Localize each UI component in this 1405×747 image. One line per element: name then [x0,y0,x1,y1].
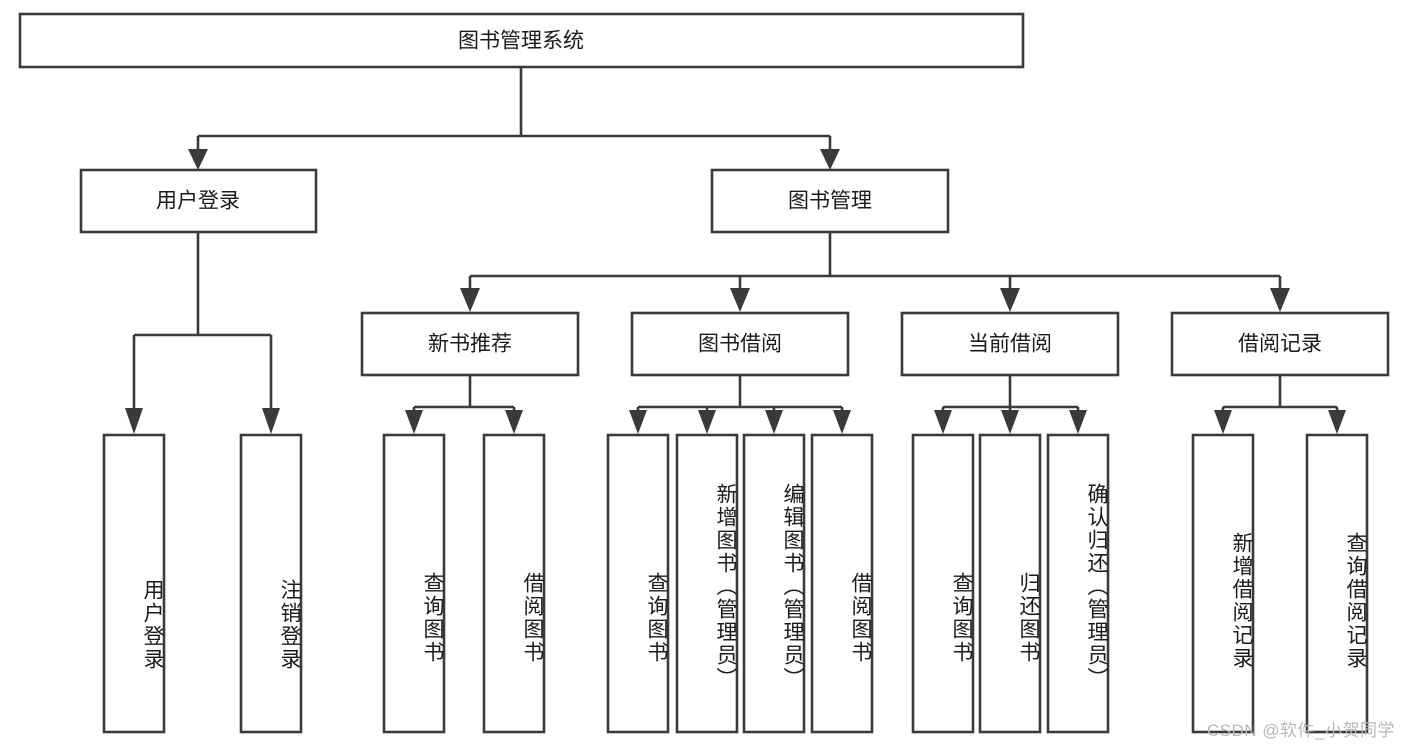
node-root-box[interactable] [18,12,1025,69]
leaf-box-currentborrow-return[interactable] [978,433,1042,734]
leaf-box-borrowrecord-query[interactable] [1305,433,1369,734]
arrowhead-leaf-bookborrow-4 [833,410,851,434]
leaf-box-user-login-logout[interactable] [239,433,303,734]
arrowhead-leaf-user-login-1 [125,408,143,434]
node-book-borrow-label: 图书借阅 [698,333,782,356]
arrowhead-leaf-currentborrow-3 [1069,410,1087,434]
node-current-borrow-label: 当前借阅 [968,333,1052,356]
node-new-book-recommend-box[interactable] [360,311,580,377]
leaf-box-currentborrow-query[interactable] [911,433,975,734]
leaf-box-borrowrecord-add[interactable] [1191,433,1255,734]
arrowhead-user-login [188,149,208,170]
leaf-boxes-group [102,433,1369,734]
arrowhead-book-borrow [730,288,750,312]
node-current-borrow[interactable]: 当前借阅 [900,311,1120,377]
leaf-box-bookborrow-borrow[interactable] [810,433,874,734]
node-user-login-label: 用户登录 [156,190,240,213]
arrowhead-leaf-bookborrow-2 [698,410,716,434]
leaf-box-currentborrow-confirm[interactable] [1046,433,1110,734]
arrowhead-leaf-newbook-2 [505,410,523,434]
node-user-login[interactable]: 用户登录 [79,168,318,234]
arrowhead-leaf-user-login-2 [262,408,280,434]
arrowhead-book-manage [820,149,840,170]
node-borrow-record[interactable]: 借阅记录 [1170,311,1390,377]
leaf-box-user-login-login[interactable] [102,433,166,734]
watermark-text: CSDN @软件_小贺同学 [1206,721,1395,740]
leaf-box-bookborrow-add[interactable] [675,433,739,734]
leaf-box-newbook-query[interactable] [382,433,446,734]
node-root-label: 图书管理系统 [458,30,584,53]
leaf-box-newbook-borrow[interactable] [482,433,546,734]
arrowhead-leaf-bookborrow-3 [765,410,783,434]
leaf-box-bookborrow-edit[interactable] [742,433,806,734]
node-book-borrow[interactable]: 图书借阅 [630,311,850,377]
node-book-borrow-box[interactable] [630,311,850,377]
arrowhead-leaf-currentborrow-2 [1001,410,1019,434]
arrowhead-leaf-newbook-1 [405,410,423,434]
node-new-book-recommend-label: 新书推荐 [428,333,512,356]
node-new-book-recommend[interactable]: 新书推荐 [360,311,580,377]
node-borrow-record-label: 借阅记录 [1238,333,1322,356]
arrowhead-leaf-bookborrow-1 [629,410,647,434]
arrowhead-borrow-record [1270,288,1290,312]
arrowhead-leaf-currentborrow-1 [934,410,952,434]
connector-group [125,67,1346,434]
node-current-borrow-box[interactable] [900,311,1120,377]
node-book-manage[interactable]: 图书管理 [710,168,950,234]
arrowhead-leaf-borrowrecord-2 [1328,410,1346,434]
node-root[interactable]: 图书管理系统 [18,12,1025,69]
arrowhead-current-borrow [1000,288,1020,312]
arrowhead-leaf-borrowrecord-1 [1214,410,1232,434]
leaf-box-bookborrow-query[interactable] [606,433,670,734]
node-book-manage-box[interactable] [710,168,950,234]
node-user-login-box[interactable] [79,168,318,234]
node-borrow-record-box[interactable] [1170,311,1390,377]
arrowhead-new-book [460,288,480,312]
node-book-manage-label: 图书管理 [788,190,872,213]
